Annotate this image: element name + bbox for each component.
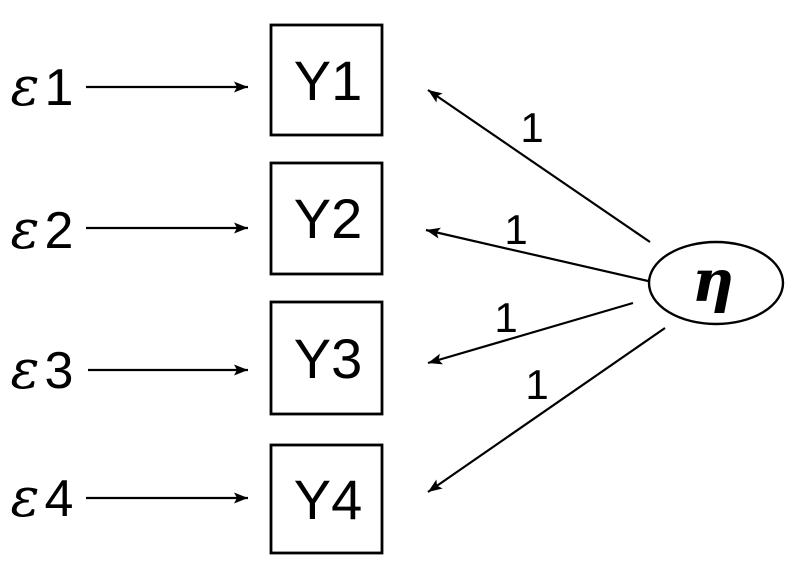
indicator-label-y1: Y1	[294, 49, 363, 112]
indicator-box-y2	[269, 161, 384, 276]
indicator-box-y3	[269, 300, 384, 416]
latent-variable-label: η	[692, 247, 734, 315]
loading-arrow-eta-to-y2	[425, 227, 649, 283]
indicator-label-y2: Y2	[294, 187, 363, 250]
error-symbol-e2: ε	[11, 198, 40, 261]
error-symbol-e3: ε	[11, 338, 40, 401]
error-index-e2: 2	[45, 202, 74, 260]
error-index-e4: 4	[45, 470, 74, 528]
error-index-e3: 3	[45, 342, 74, 400]
loading-label-y3: 1	[494, 294, 517, 341]
indicator-box-y1	[269, 23, 384, 137]
loading-arrow-eta-to-y1	[427, 89, 651, 243]
indicator-label-y4: Y4	[294, 468, 363, 531]
error-index-e1: 1	[45, 59, 74, 117]
indicator-label-y3: Y3	[294, 327, 363, 390]
error-symbol-e4: ε	[11, 466, 40, 529]
loading-arrow-eta-to-y3	[427, 301, 634, 365]
latent-variable-ellipse	[647, 240, 785, 326]
loading-label-y4: 1	[525, 361, 548, 408]
loading-label-y1: 1	[520, 104, 543, 151]
loading-label-y2: 1	[504, 206, 527, 253]
indicator-box-y4	[269, 443, 384, 555]
error-symbol-e1: ε	[11, 55, 40, 118]
loading-arrow-eta-to-y4	[427, 327, 666, 493]
